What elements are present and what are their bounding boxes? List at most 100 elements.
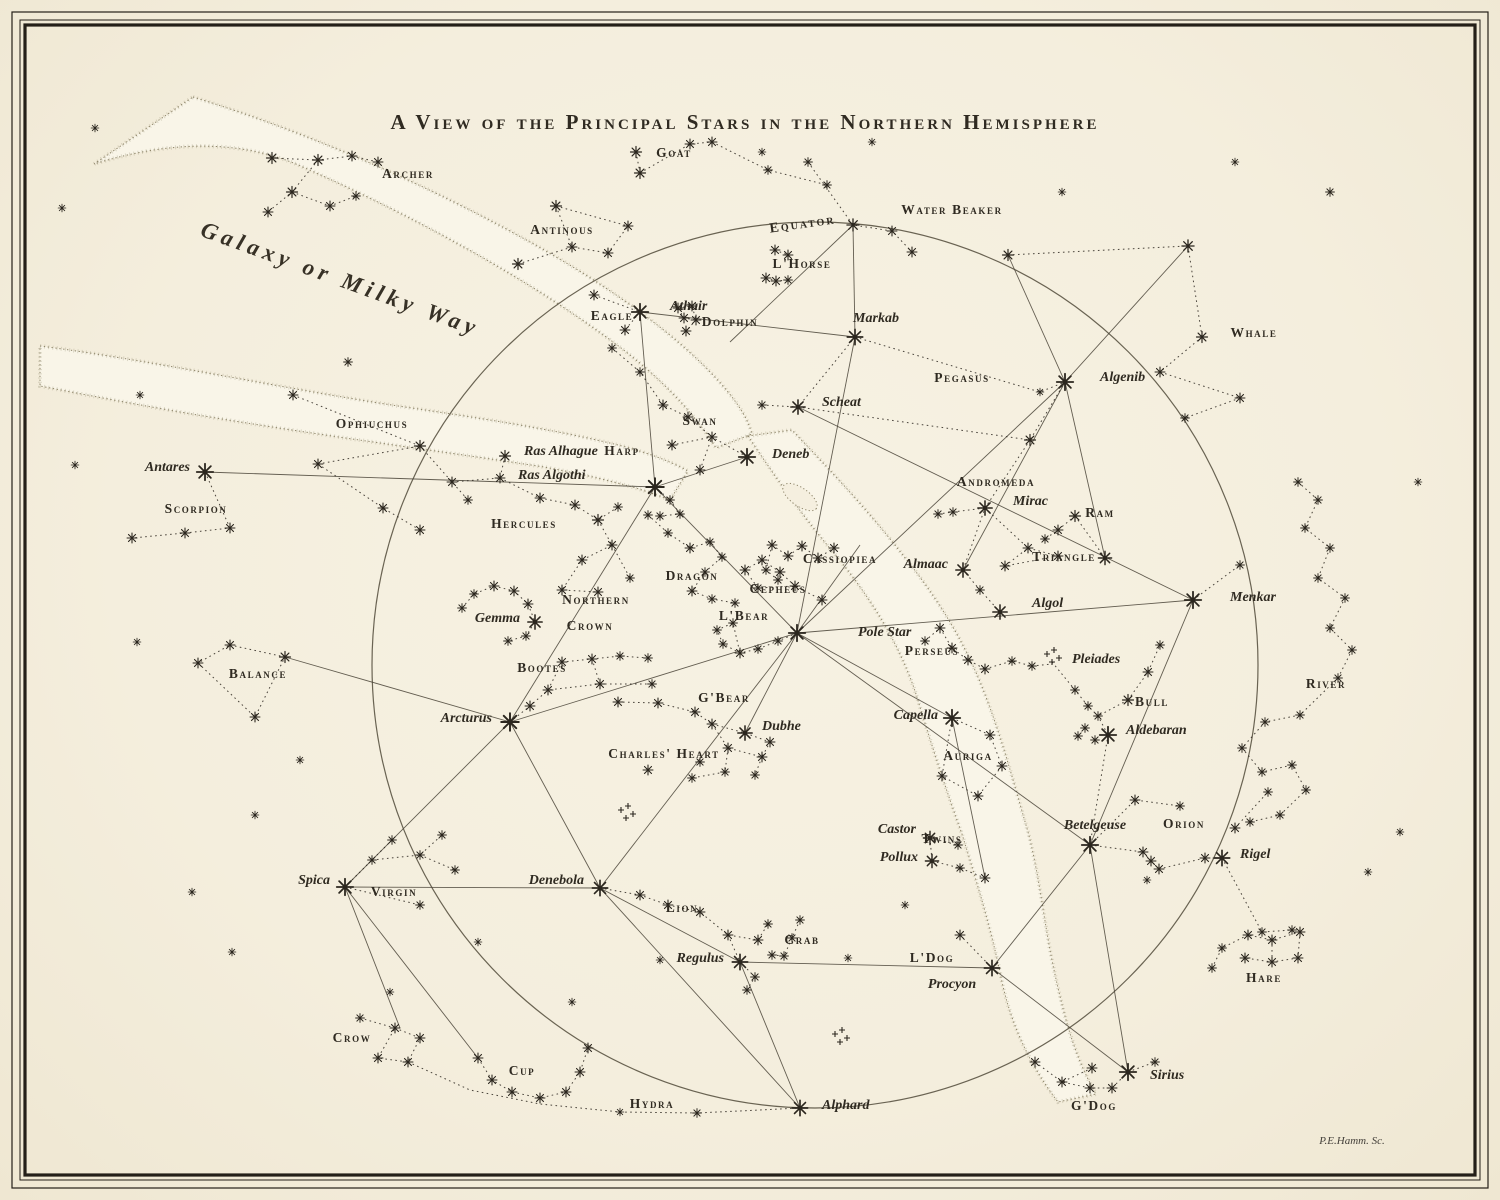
star: [687, 773, 697, 783]
star: [924, 853, 940, 869]
constellation-line: [509, 661, 563, 723]
star: [720, 767, 730, 777]
field-star: [227, 947, 237, 957]
star: [285, 185, 299, 199]
star: [1129, 794, 1141, 806]
guide-line: [204, 471, 656, 488]
star: [1239, 952, 1251, 964]
star-name-gemma: Gemma: [475, 611, 520, 626]
star: [498, 449, 512, 463]
constellation-crow: Crow: [333, 1013, 426, 1068]
star-name-antares: Antares: [144, 460, 191, 475]
star: [795, 915, 805, 925]
star-name-spica: Spica: [298, 873, 330, 888]
constellation-line: [593, 294, 641, 331]
constellation-line: [317, 445, 421, 465]
star: [730, 598, 740, 608]
star: [1097, 550, 1113, 566]
field-star: [843, 953, 853, 963]
star: [265, 151, 279, 165]
star: [1257, 767, 1267, 777]
constellation-line: [727, 934, 741, 963]
constellation-line: [617, 701, 713, 725]
constellation-label2-northern-crown: Crown: [567, 618, 614, 633]
star: [367, 855, 377, 865]
guide-line: [729, 224, 854, 343]
star-cluster: [618, 803, 636, 821]
star-name-alphard: Alphard: [821, 1098, 870, 1113]
constellation-cepheus: Cepheus: [739, 554, 828, 606]
constellation-line: [929, 837, 933, 862]
star: [500, 712, 520, 732]
star: [629, 145, 643, 159]
constellation-pegasus: Pegasus: [757, 328, 1075, 441]
star: [782, 550, 794, 562]
star: [645, 477, 665, 497]
guide-line: [739, 961, 801, 1109]
guide-line: [1007, 254, 1066, 383]
guide-line: [951, 717, 986, 879]
constellation-line: [419, 445, 469, 501]
star: [712, 625, 722, 635]
star: [1325, 623, 1335, 633]
field-star: [135, 390, 145, 400]
star: [984, 729, 996, 741]
star: [752, 934, 764, 946]
constellation-line: [611, 544, 631, 579]
guide-line: [599, 887, 801, 1109]
chart-frame-thick: [23, 23, 1477, 1177]
star: [615, 1107, 625, 1117]
guide-line: [509, 721, 601, 889]
constellation-antinous: Antinous: [511, 199, 634, 271]
star: [846, 218, 860, 232]
star: [486, 1074, 498, 1086]
star: [534, 492, 546, 504]
star: [1090, 735, 1100, 745]
constellation-label-perseus: Perseus: [905, 643, 959, 658]
constellation-line: [984, 660, 1033, 670]
star: [324, 200, 336, 212]
constellation-line: [671, 436, 713, 446]
constellation-orion: Orion: [1080, 734, 1297, 937]
star: [731, 953, 749, 971]
star: [1154, 366, 1166, 378]
star: [1007, 656, 1017, 666]
constellation-line: [635, 151, 641, 174]
star: [750, 972, 760, 982]
constellation-g-bear: G'Bear: [612, 690, 776, 783]
star-name-pollux: Pollux: [880, 850, 918, 865]
constellation-river: River: [1237, 477, 1357, 827]
guide-line: [639, 311, 656, 488]
star: [734, 647, 746, 659]
field-star: [567, 997, 577, 1007]
field-star: [250, 810, 260, 820]
star: [1145, 855, 1157, 867]
star: [1027, 661, 1037, 671]
star: [521, 631, 531, 641]
star: [415, 900, 425, 910]
star: [1040, 534, 1050, 544]
constellation-virgin: Virgin: [335, 830, 460, 910]
constellation-dragon: Dragon: [643, 510, 740, 608]
constellation-ram: Ram: [1040, 505, 1113, 566]
star: [1183, 590, 1203, 610]
star: [694, 464, 706, 476]
star-name-ras-algothi: Ras Algothi: [517, 468, 586, 483]
constellation-line: [739, 961, 756, 991]
star: [372, 1052, 384, 1064]
constellation-line: [1089, 734, 1109, 846]
star: [591, 879, 609, 897]
star: [999, 560, 1011, 572]
constellation-dolphin: Dolphin: [672, 300, 757, 337]
field-star: [187, 887, 197, 897]
star: [787, 623, 807, 643]
star: [606, 539, 618, 551]
constellation-label-crab: Crab: [784, 932, 819, 947]
constellation-ophiuchus: Ophiuchus: [287, 389, 501, 536]
star-name-dubhe: Dubhe: [761, 719, 801, 734]
star: [607, 343, 617, 353]
constellation-line: [667, 904, 769, 941]
